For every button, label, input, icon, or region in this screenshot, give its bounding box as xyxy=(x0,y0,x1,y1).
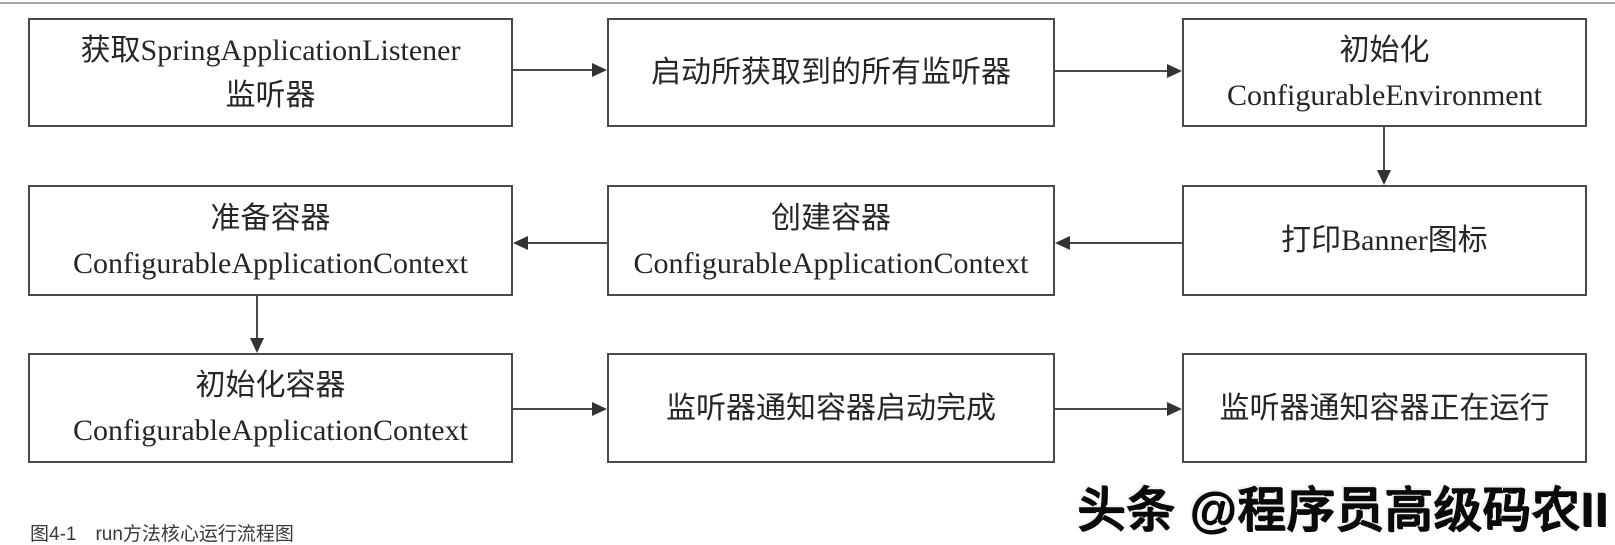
arrow-line-n5-n4 xyxy=(526,242,607,244)
node-label-line1: 准备容器 xyxy=(210,201,331,235)
node-get-listeners: 获取SpringApplicationListener 监听器 xyxy=(28,18,513,127)
node-label-line1: 初始化容器 xyxy=(195,369,346,402)
node-label-line2: ConfigurableApplicationContext xyxy=(73,246,468,280)
node-init-environment: 初始化 ConfigurableEnvironment xyxy=(1182,18,1587,127)
node-prepare-context: 准备容器 ConfigurableApplicationContext xyxy=(28,185,513,296)
arrow-line-n6-n5 xyxy=(1068,242,1182,244)
node-print-banner: 打印Banner图标 xyxy=(1182,185,1587,296)
arrowhead-right-icon xyxy=(592,63,607,77)
arrowhead-right-icon xyxy=(592,402,607,416)
node-init-context: 初始化容器 ConfigurableApplicationContext xyxy=(28,353,513,463)
node-label-line2: 监听器 xyxy=(225,78,316,112)
arrow-line-n8-n9 xyxy=(1055,408,1170,410)
node-notify-started: 监听器通知容器启动完成 xyxy=(607,353,1055,463)
page-top-rule xyxy=(0,2,1615,4)
node-label-line1: 初始化 xyxy=(1339,33,1430,67)
node-notify-running: 监听器通知容器正在运行 xyxy=(1182,353,1587,463)
arrowhead-right-icon xyxy=(1167,64,1182,78)
arrow-line-n1-n2 xyxy=(513,69,597,71)
node-label-line1: 启动所获取到的所有监听器 xyxy=(651,56,1011,89)
arrowhead-right-icon xyxy=(1167,402,1182,416)
node-label-line1: 创建容器 xyxy=(771,201,891,235)
arrow-line-n3-n6 xyxy=(1383,127,1385,172)
arrowhead-down-icon xyxy=(1377,170,1391,185)
arrow-line-n4-n7 xyxy=(256,296,258,340)
node-label-line1: 打印Banner图标 xyxy=(1281,224,1488,257)
arrowhead-left-icon xyxy=(513,236,528,250)
arrowhead-left-icon xyxy=(1055,236,1070,250)
arrowhead-down-icon xyxy=(250,338,264,353)
node-label-line1: 获取SpringApplicationListener xyxy=(80,33,461,67)
node-create-context: 创建容器 ConfigurableApplicationContext xyxy=(607,185,1055,296)
node-label-line2: ConfigurableApplicationContext xyxy=(633,246,1029,280)
toutiao-watermark: 头条 @程序员高级码农II xyxy=(1077,484,1609,537)
arrow-line-n7-n8 xyxy=(513,408,597,410)
node-label-line1: 监听器通知容器启动完成 xyxy=(666,391,996,425)
node-label-line2: ConfigurableEnvironment xyxy=(1227,78,1542,112)
arrow-line-n2-n3 xyxy=(1055,70,1170,72)
node-label-line1: 监听器通知容器正在运行 xyxy=(1219,391,1550,425)
node-label-line2: ConfigurableApplicationContext xyxy=(73,414,468,447)
figure-caption: 图4-1 run方法核心运行流程图 xyxy=(30,524,294,545)
node-start-listeners: 启动所获取到的所有监听器 xyxy=(607,18,1055,127)
